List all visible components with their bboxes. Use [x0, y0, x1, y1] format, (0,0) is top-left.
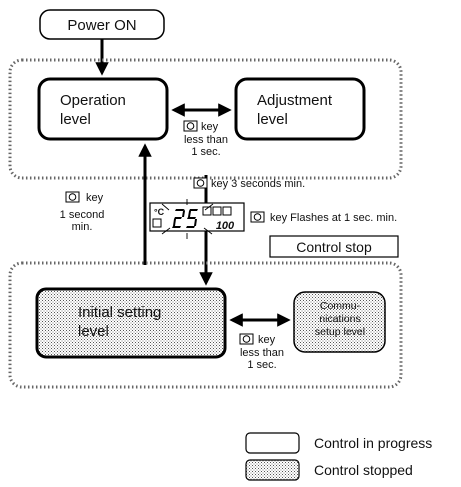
op-adj-key-line1: key: [201, 121, 219, 133]
display-indicator-square: [152, 218, 162, 228]
display-indicator-square: [202, 206, 212, 216]
display-indicator-square: [222, 206, 232, 216]
operation-level-line2: level: [60, 111, 91, 128]
initial-comm-key-line3: 1 sec.: [247, 359, 276, 371]
initial-to-op-key-note: key 1 second min.: [60, 191, 105, 233]
legend-swatch-plain: [245, 432, 300, 454]
op-to-initial-key-label: key 3 seconds min.: [211, 178, 305, 190]
op-adj-key-line3: 1 sec.: [191, 146, 220, 158]
display-value-segments: [172, 209, 198, 228]
op-adj-key-line2: less than: [184, 134, 228, 146]
operation-level-node: Operation level: [37, 77, 169, 141]
key-icon-circle: [186, 122, 195, 130]
initial-setting-level-node: Initial setting level: [35, 287, 227, 359]
initial-setting-line2: level: [78, 323, 109, 340]
control-stop-box: Control stop: [269, 235, 399, 258]
power-on-node: Power ON: [39, 9, 165, 40]
initial-to-op-key-line3: min.: [72, 221, 93, 233]
legend-item-control-stopped: Control stopped: [245, 459, 413, 481]
initial-comm-key-line1: key: [258, 334, 276, 346]
comm-setup-line3: setup level: [315, 326, 365, 338]
op-adj-key-note: key less than 1 sec.: [183, 120, 228, 158]
control-progress-group-border: [8, 58, 403, 180]
initial-setting-line1: Initial setting: [78, 304, 161, 321]
legend-label: Control in progress: [314, 435, 432, 451]
key-icon-circle: [196, 179, 205, 187]
key-icon-circle: [253, 213, 262, 221]
controller-display: °C 25 100: [149, 199, 245, 239]
adjustment-level-line2: level: [257, 111, 288, 128]
initial-to-op-key-line1: key: [86, 192, 104, 204]
initial-comm-key-note: key less than 1 sec.: [239, 333, 284, 371]
comm-setup-line1: Commu-: [320, 300, 361, 312]
operation-level-line1: Operation: [60, 92, 126, 109]
flashes-key-note: key Flashes at 1 sec. min.: [250, 211, 397, 224]
initial-to-op-key-line2: 1 second: [60, 209, 105, 221]
adjustment-level-line1: Adjustment: [257, 92, 333, 109]
legend-label: Control stopped: [314, 462, 413, 478]
key-icon: [193, 177, 208, 189]
key-icon-circle: [242, 335, 251, 343]
legend-item-control-in-progress: Control in progress: [245, 432, 432, 454]
control-stopped-group-border: [8, 261, 403, 389]
key-icon: [250, 211, 265, 223]
legend-swatch-dotted: [245, 459, 300, 481]
comm-setup-line2: nications: [319, 313, 360, 325]
display-unit: °C: [154, 207, 165, 217]
power-on-label: Power ON: [67, 17, 136, 34]
legend: Control in progress Control stopped: [245, 432, 432, 481]
key-icon: [65, 191, 80, 203]
display-setpoint: 100: [216, 220, 235, 232]
adjustment-level-node: Adjustment level: [234, 77, 366, 141]
flashes-key-label: key Flashes at 1 sec. min.: [270, 212, 397, 224]
control-stop-label: Control stop: [296, 239, 372, 255]
key-icon: [239, 333, 254, 345]
display-indicator-square: [212, 206, 222, 216]
key-icon: [183, 120, 198, 132]
op-to-initial-key-note: key 3 seconds min.: [193, 177, 305, 190]
communications-setup-level-node: Commu- nications setup level: [293, 291, 386, 353]
key-icon-circle: [68, 193, 77, 201]
initial-comm-key-line2: less than: [240, 347, 284, 359]
